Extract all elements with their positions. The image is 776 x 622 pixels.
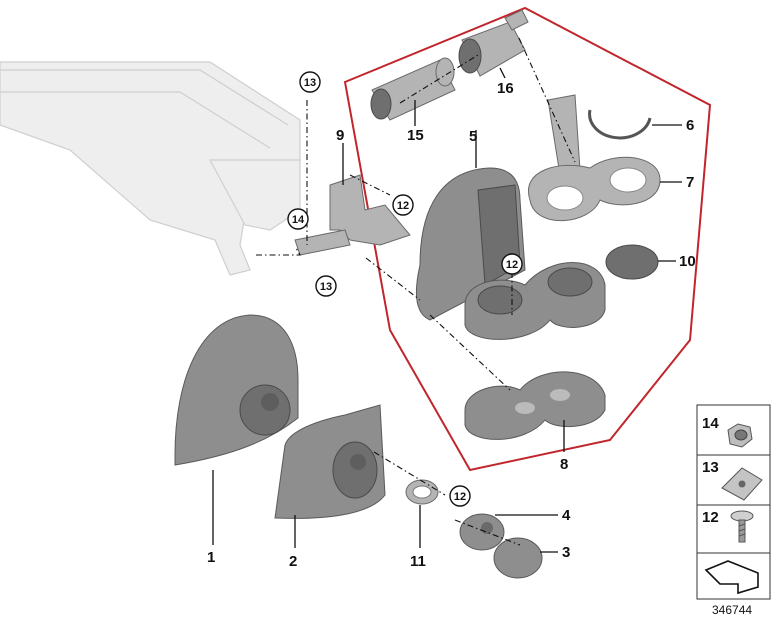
frame-rail [0,61,301,276]
callout-6: 6 [686,117,694,134]
part-disc-10 [605,244,659,280]
svg-text:12: 12 [397,200,409,212]
part-tray [464,262,606,340]
part-holder-7 [527,94,661,222]
reference-number: 346744 [712,603,752,617]
arrow-symbol-icon [704,560,759,595]
callout-16: 16 [497,80,514,97]
part-ring-6 [588,109,652,140]
svg-text:12: 12 [506,259,518,271]
callout-2: 2 [289,553,297,570]
circled-callout-12b: 12 [501,253,523,275]
fastener-legend: 14 13 12 [696,404,771,600]
screw-icon [730,510,754,543]
circled-callout-13a: 13 [299,71,321,93]
callout-7: 7 [686,174,694,191]
callout-1: 1 [207,549,215,566]
leader-lines [212,67,682,553]
svg-text:13: 13 [304,77,316,89]
svg-text:12: 12 [454,491,466,503]
dashed-leaders [256,37,576,546]
nut-icon [727,423,753,448]
part-cap-4 [459,513,505,551]
part-clip-11 [405,479,439,505]
circled-callout-13b: 13 [315,275,337,297]
callout-9: 9 [336,127,344,144]
callout-11: 11 [410,553,426,570]
circled-callout-12c: 12 [449,485,471,507]
part-cover-1 [174,314,299,466]
part-tray-8 [464,371,606,440]
part-socket-16 [458,9,529,77]
callout-3: 3 [562,544,570,561]
callout-4: 4 [562,507,571,524]
svg-text:13: 13 [320,281,332,293]
part-cap-3 [493,537,543,579]
callout-8: 8 [560,456,568,473]
callout-15: 15 [407,127,424,144]
legend-label-14: 14 [702,415,719,432]
highlight-frame [343,6,712,472]
callout-10: 10 [679,253,696,270]
part-bracket-9 [294,174,411,256]
circled-callout-14: 14 [287,208,309,230]
part-cover-2 [274,404,386,519]
svg-text:14: 14 [292,214,305,226]
clip-nut-icon [721,467,763,501]
callout-5: 5 [469,128,477,145]
legend-label-12: 12 [702,509,719,526]
part-socket-15 [370,57,456,121]
circled-callout-12a: 12 [392,194,414,216]
legend-label-13: 13 [702,459,719,476]
